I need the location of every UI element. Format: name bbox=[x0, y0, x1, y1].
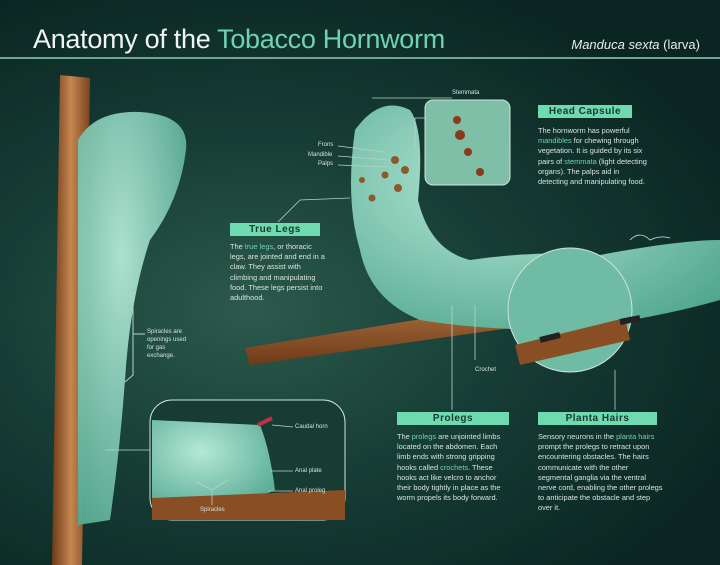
label-anal-plate: Anal plate bbox=[295, 468, 322, 474]
label-palps: Palps bbox=[318, 161, 334, 167]
title-prefix: Anatomy of the bbox=[33, 24, 218, 54]
term: prolegs bbox=[411, 432, 437, 441]
term: stemmata bbox=[564, 156, 597, 166]
left-caterpillar bbox=[78, 111, 187, 525]
species-note: (larva) bbox=[659, 37, 700, 52]
text: for chewing through vegetation. It is gu… bbox=[538, 136, 643, 166]
text: . These hooks act like velcro to anchor … bbox=[397, 462, 501, 503]
term: planta hairs bbox=[616, 432, 655, 441]
text: The bbox=[230, 242, 245, 251]
head-capsule-text: The hornworm has powerful mandibles for … bbox=[538, 126, 650, 187]
text: are unjointed limbs located on the abdom… bbox=[397, 432, 501, 472]
label-anal-proleg: Anal proleg bbox=[295, 488, 326, 494]
label-mandible: Mandible bbox=[308, 152, 333, 158]
planta-hairs-heading: Planta Hairs bbox=[538, 412, 657, 425]
planta-hairs-text: Sensory neurons in the planta hairs prom… bbox=[538, 432, 663, 514]
term: mandibles bbox=[538, 136, 572, 146]
term: true legs bbox=[244, 242, 274, 251]
title-rule bbox=[0, 57, 720, 59]
text: The bbox=[397, 432, 412, 441]
prolegs-text: The prolegs are unjointed limbs located … bbox=[397, 432, 512, 503]
label-spiracles: Spiracles bbox=[200, 507, 225, 513]
stemmata-inset bbox=[424, 99, 511, 186]
text: Sensory neurons in the bbox=[538, 432, 617, 441]
label-crochet: Crochet bbox=[475, 367, 497, 373]
true-legs-text: The true legs, or thoracic legs, are joi… bbox=[230, 242, 325, 303]
label-spiracles-note: Spiracles are openings used for gas exch… bbox=[147, 329, 187, 359]
label-frons: Frons bbox=[318, 142, 334, 148]
true-legs-heading: True Legs bbox=[230, 223, 320, 236]
term: crochets bbox=[440, 462, 469, 472]
text: , or thoracic legs, are jointed and end … bbox=[230, 242, 325, 303]
text: prompt the prolegs to retract upon encou… bbox=[538, 442, 663, 513]
head-capsule-heading: Head Capsule bbox=[538, 105, 632, 118]
label-caudal-horn: Caudal horn bbox=[295, 424, 328, 430]
head-caterpillar bbox=[351, 105, 720, 330]
signature bbox=[629, 234, 671, 241]
label-stemmata: Stemmata bbox=[452, 90, 480, 96]
text: The hornworm has powerful bbox=[538, 126, 630, 135]
title-highlight: Tobacco Hornworm bbox=[217, 24, 445, 54]
text: (light detecting organs). The palps aid … bbox=[538, 156, 647, 187]
species-name: Manduca sexta (larva) bbox=[571, 37, 700, 52]
prolegs-heading: Prolegs bbox=[397, 412, 509, 425]
species-italic: Manduca sexta bbox=[571, 37, 660, 52]
spiracles-bracket bbox=[124, 291, 145, 383]
page-title: Anatomy of the Tobacco Hornworm bbox=[33, 24, 445, 55]
